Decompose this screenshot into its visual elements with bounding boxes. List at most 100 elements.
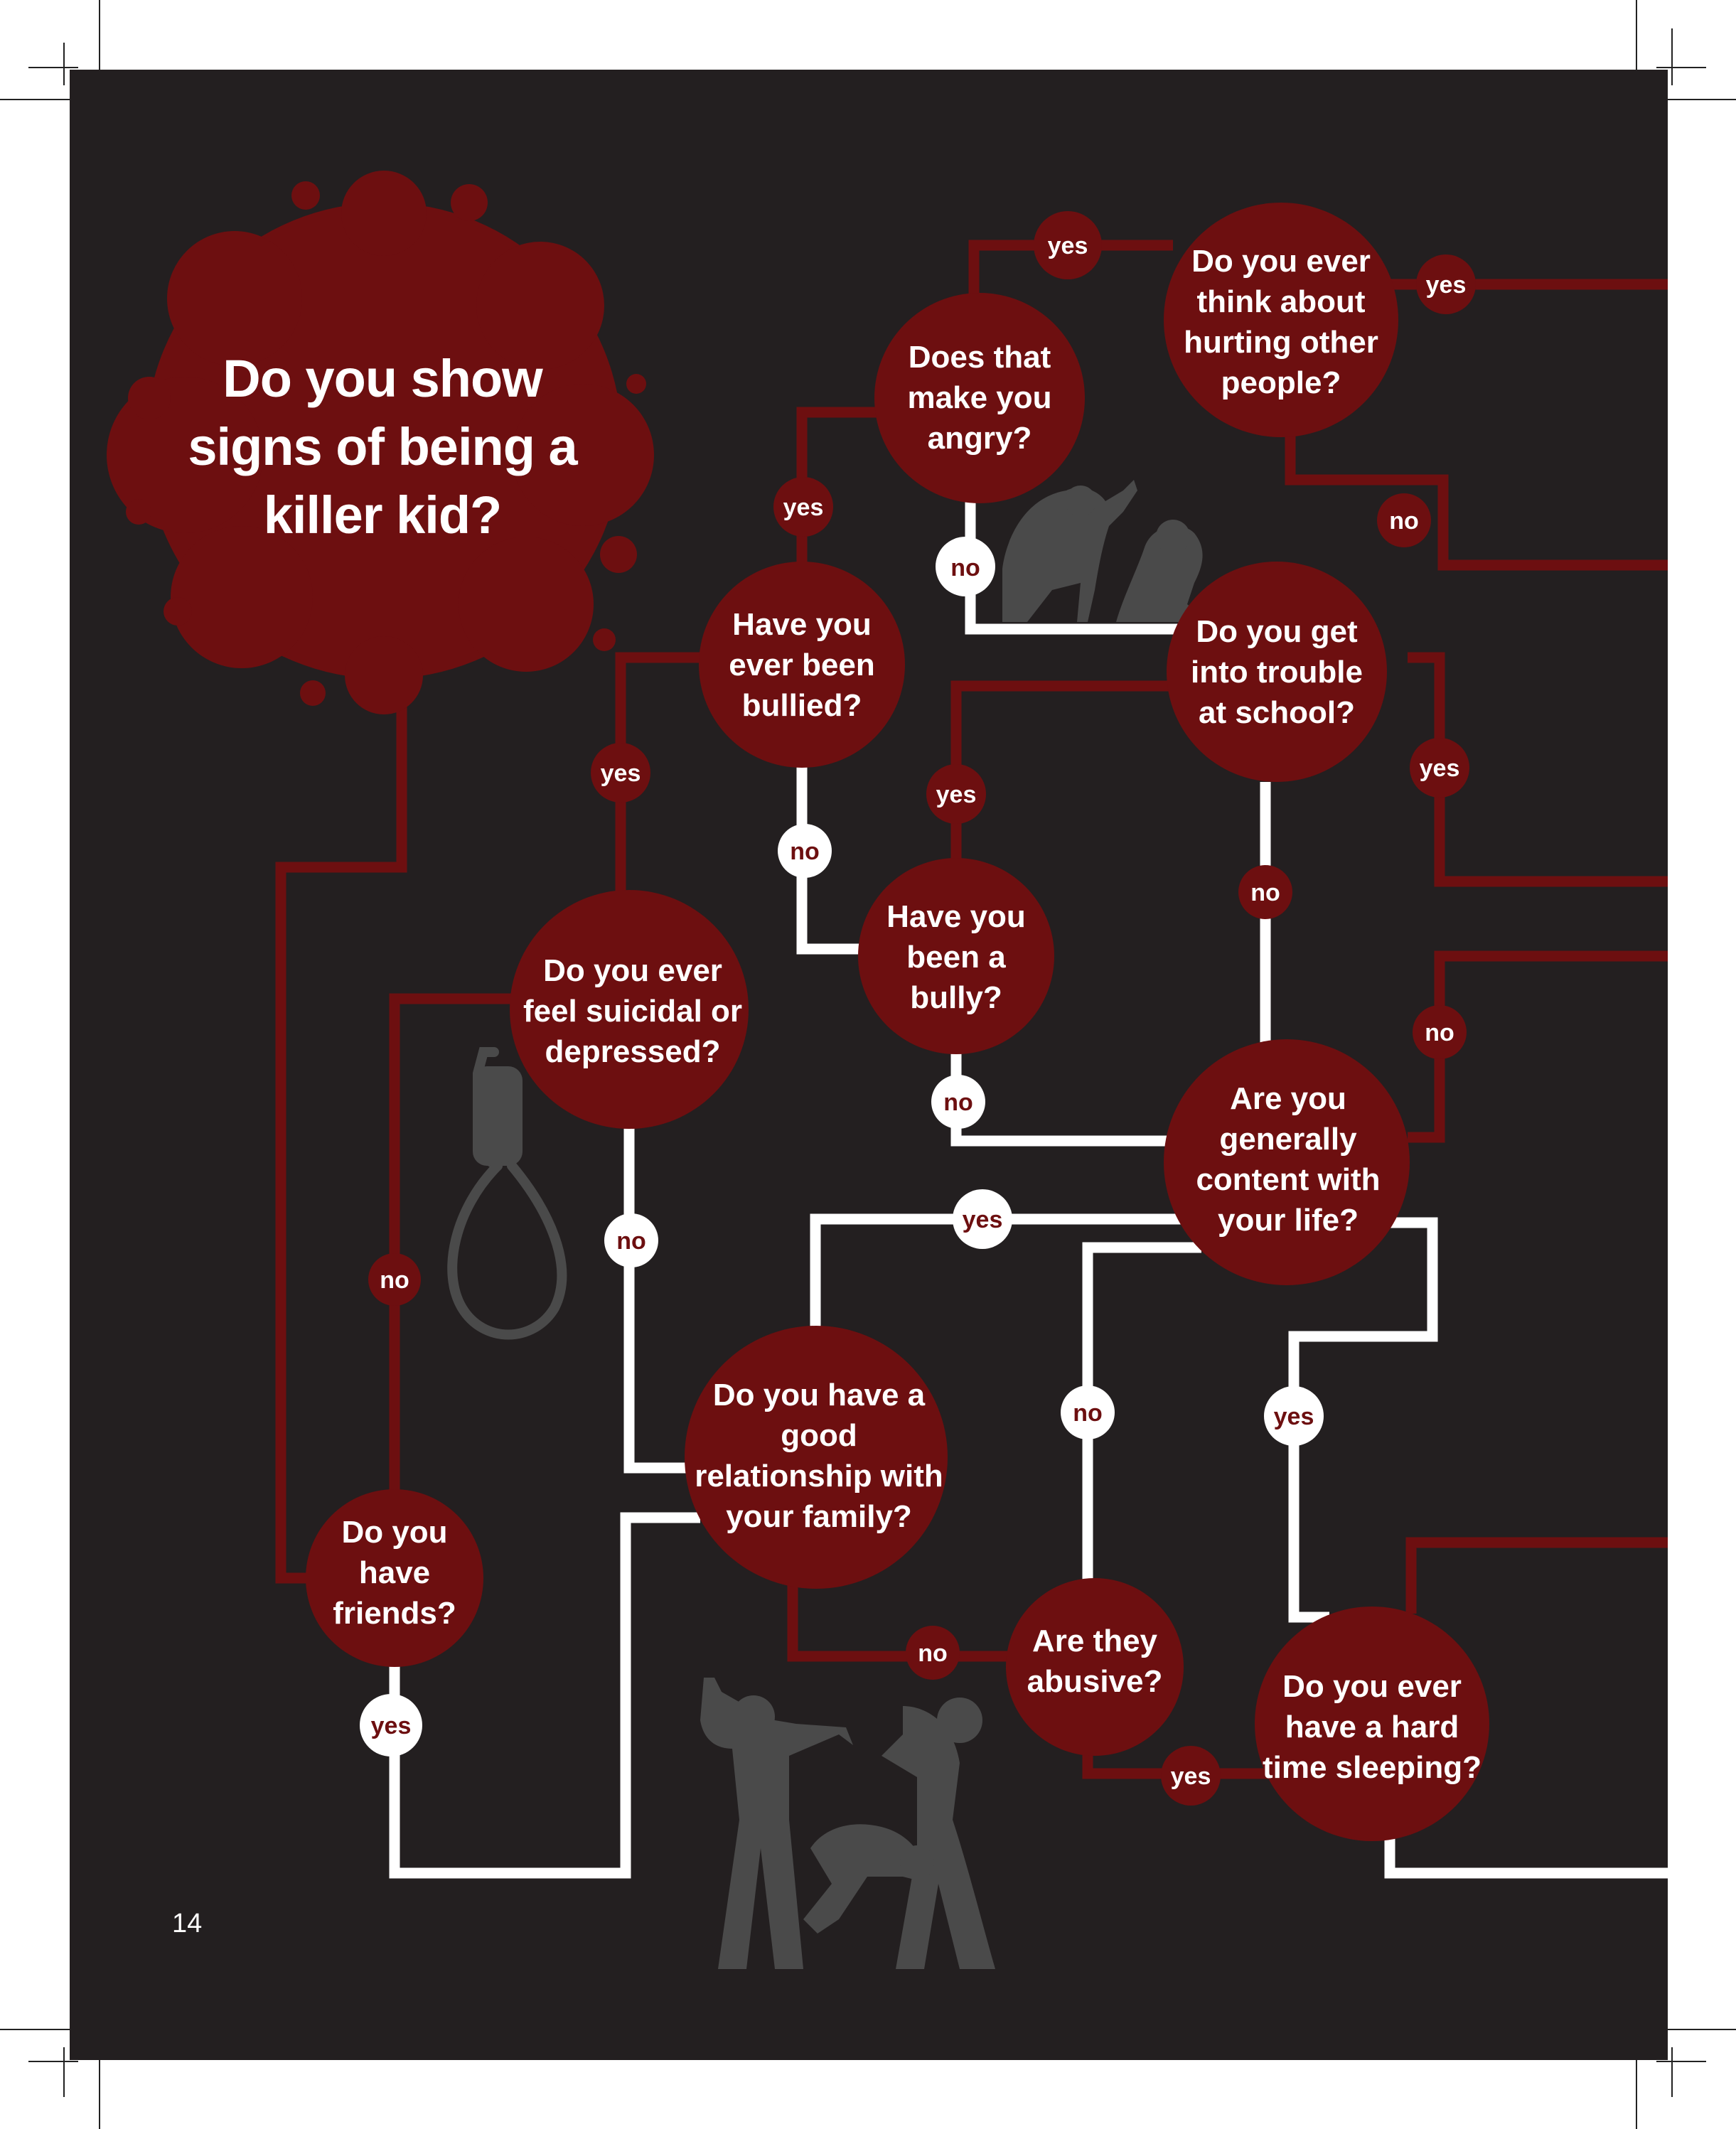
title-splat — [107, 171, 654, 714]
white-connectors — [389, 490, 1668, 1879]
svg-text:bullied?: bullied? — [742, 688, 862, 723]
svg-text:yes: yes — [1426, 272, 1467, 299]
badge-suicidal-no: no — [604, 1213, 658, 1267]
badge-suicidal-yes: yes — [591, 743, 650, 803]
svg-text:Are they: Are they — [1032, 1624, 1158, 1658]
badge-hurting-yes: yes — [1416, 254, 1476, 314]
badge-family-no: no — [906, 1626, 960, 1680]
line-content-yes2 — [1288, 1217, 1438, 1623]
svg-text:Are you: Are you — [1230, 1081, 1346, 1116]
svg-text:no: no — [1073, 1400, 1103, 1427]
svg-text:make you: make you — [908, 380, 1052, 415]
svg-text:no: no — [380, 1267, 409, 1294]
svg-text:Have you: Have you — [732, 607, 872, 642]
line-content-no2 — [1082, 1242, 1201, 1582]
svg-text:yes: yes — [783, 494, 824, 521]
badge-content-yes: yes — [953, 1189, 1012, 1249]
family-violence-silhouette — [700, 1678, 995, 1969]
badge-content-yes2: yes — [1264, 1386, 1324, 1446]
svg-text:Do you ever: Do you ever — [543, 953, 722, 988]
question-friends: Do you have friends? — [306, 1489, 483, 1667]
badge-bully-yes: yes — [926, 764, 986, 824]
question-sleeping: Do you ever have a hard time sleeping? — [1255, 1607, 1489, 1841]
badge-hurting-no: no — [1377, 493, 1431, 547]
line-sleeping-up — [1405, 1537, 1668, 1614]
svg-text:feel suicidal or: feel suicidal or — [523, 994, 742, 1029]
svg-text:Do you have a: Do you have a — [713, 1378, 926, 1412]
svg-text:depressed?: depressed? — [545, 1034, 721, 1069]
svg-text:think about: think about — [1196, 284, 1365, 319]
line-angry-no — [965, 490, 1180, 635]
badge-bullied-yes: yes — [773, 477, 833, 537]
svg-text:your life?: your life? — [1218, 1203, 1359, 1238]
line-content-yes — [810, 1213, 1201, 1329]
svg-text:relationship with: relationship with — [695, 1459, 943, 1493]
badge-angry-yes: yes — [1034, 211, 1102, 279]
svg-text:yes: yes — [371, 1712, 412, 1739]
badge-friends-no: no — [368, 1253, 421, 1306]
question-trouble: Do you get into trouble at school? — [1167, 562, 1387, 782]
line-hurting-no — [1285, 430, 1668, 571]
line-friends-yes — [389, 1512, 700, 1879]
svg-text:no: no — [918, 1640, 948, 1667]
svg-text:no: no — [790, 838, 820, 865]
svg-text:no: no — [1425, 1019, 1454, 1046]
svg-text:bully?: bully? — [910, 980, 1002, 1015]
badge-friends-yes: yes — [360, 1694, 422, 1757]
question-content: Are you generally content with your life… — [1164, 1039, 1410, 1285]
svg-text:no: no — [950, 554, 980, 581]
svg-text:ever been: ever been — [729, 648, 874, 682]
svg-text:yes: yes — [963, 1206, 1003, 1233]
badge-abusive-no: no — [1061, 1385, 1115, 1439]
svg-text:yes: yes — [1171, 1763, 1211, 1790]
badge-bullied-no: no — [778, 824, 832, 878]
svg-text:generally: generally — [1219, 1122, 1357, 1157]
svg-text:Have you: Have you — [886, 899, 1026, 934]
svg-text:yes: yes — [1274, 1403, 1314, 1430]
svg-text:people?: people? — [1221, 365, 1341, 400]
title-line-3: killer kid? — [264, 486, 501, 545]
question-abusive: Are they abusive? — [1006, 1578, 1184, 1756]
line-sleeping-bottom — [1384, 1834, 1668, 1879]
svg-text:yes: yes — [1420, 755, 1460, 782]
question-angry: Does that make you angry? — [874, 293, 1085, 503]
svg-text:yes: yes — [601, 760, 641, 787]
svg-text:Do you ever: Do you ever — [1191, 244, 1371, 279]
svg-text:abusive?: abusive? — [1027, 1664, 1163, 1699]
badge-abusive-yes: yes — [1161, 1746, 1221, 1806]
badge-content-no: no — [1413, 1005, 1467, 1059]
svg-text:at school?: at school? — [1199, 695, 1355, 730]
svg-text:angry?: angry? — [928, 421, 1032, 456]
answer-badges: no yes yes no yes no yes no — [360, 211, 1476, 1806]
title-line-1: Do you show — [223, 349, 543, 408]
svg-text:into trouble: into trouble — [1191, 655, 1363, 690]
line-friends-no — [389, 993, 519, 1528]
attacker-silhouette — [1002, 480, 1209, 622]
svg-text:no: no — [943, 1089, 973, 1116]
svg-text:hurting other: hurting other — [1184, 325, 1378, 360]
svg-text:no: no — [616, 1228, 646, 1255]
svg-text:Do you ever: Do you ever — [1282, 1669, 1462, 1704]
svg-text:time sleeping?: time sleeping? — [1263, 1750, 1482, 1785]
svg-text:Do you: Do you — [341, 1515, 447, 1550]
svg-text:yes: yes — [936, 781, 977, 808]
badge-trouble-no: no — [1238, 865, 1292, 919]
svg-text:your family?: your family? — [726, 1499, 912, 1534]
svg-text:no: no — [1250, 879, 1280, 906]
svg-text:no: no — [1389, 508, 1419, 535]
svg-text:yes: yes — [1048, 232, 1088, 259]
svg-text:been a: been a — [906, 940, 1006, 975]
noose-silhouette — [447, 1047, 567, 1340]
line-bullied-no — [796, 757, 864, 955]
svg-text:Do you get: Do you get — [1196, 614, 1358, 649]
line-suicidal-yes — [615, 652, 718, 899]
svg-text:content with: content with — [1196, 1162, 1380, 1197]
question-bully: Have you been a bully? — [858, 858, 1054, 1054]
line-angry-yes — [968, 240, 1173, 302]
question-bullied: Have you ever been bullied? — [699, 562, 905, 768]
svg-text:have a hard: have a hard — [1285, 1710, 1459, 1744]
svg-text:have: have — [359, 1555, 430, 1590]
question-suicidal: Do you ever feel suicidal or depressed? — [510, 890, 749, 1129]
